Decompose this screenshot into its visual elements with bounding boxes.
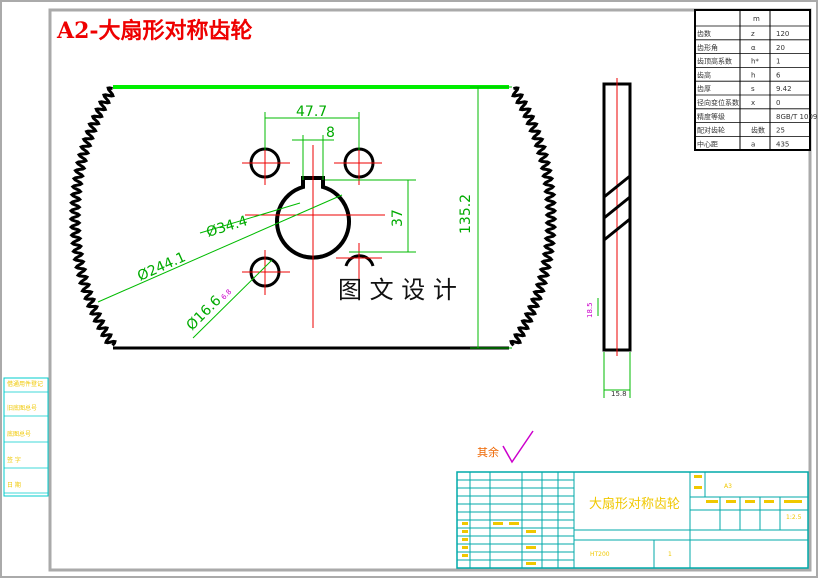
dim-key-width: 8 — [326, 125, 335, 141]
surface-finish-label: 其余 — [477, 445, 499, 459]
params-row-symbol: 齿数 — [751, 126, 765, 135]
params-row-symbol: s — [751, 85, 755, 93]
gear-left-teeth — [68, 86, 117, 347]
params-row-name: 配对齿轮 — [697, 126, 725, 135]
params-row-symbol: a — [751, 140, 755, 148]
dim-spacing-width: 47.7 — [296, 104, 327, 120]
params-row-name: 精度等级 — [697, 112, 725, 121]
params-row-symbol: h* — [751, 58, 759, 66]
surface-finish-note: 其余 — [477, 430, 534, 464]
roughness-symbol-icon — [502, 430, 534, 464]
params-row-value: 20 — [776, 44, 785, 52]
left-strip-label: 旧底图总号 — [7, 404, 37, 412]
params-row-value: 120 — [776, 30, 789, 38]
dim-bore-diameter: Ø34.4 — [204, 213, 249, 241]
drawing-title: A2-大扇形对称齿轮 — [56, 18, 253, 44]
left-strip-label: 日 期 — [7, 481, 21, 489]
dimension-lines — [97, 86, 512, 349]
params-row-name: 径向变位系数 — [697, 98, 739, 107]
left-strip-label: 借通用件登记 — [7, 380, 43, 388]
params-row-value: 0 — [776, 99, 780, 107]
params-row-name: 齿顶高系数 — [697, 57, 732, 66]
params-row-symbol: x — [751, 99, 755, 107]
params-row-name: 齿形角 — [697, 43, 718, 52]
title-block-part-name: 大扇形对称齿轮 — [589, 496, 680, 512]
side-view-keyway — [603, 174, 631, 242]
params-row-value: 6 — [776, 71, 781, 79]
dim-hole-count: 6.8 — [220, 288, 234, 302]
params-row-symbol: h — [751, 71, 755, 79]
title-block-material: A3 — [724, 483, 732, 490]
params-row-value: 9.42 — [776, 85, 792, 93]
left-strip-label: 签 字 — [7, 456, 21, 464]
dim-side-width: 15.8 — [611, 390, 627, 398]
title-block-code: HT200 — [590, 551, 610, 558]
gear-right-teeth — [509, 86, 558, 347]
params-row-symbol: α — [751, 44, 756, 52]
dim-bore-to-key: 37 — [390, 209, 406, 227]
params-row-value: 25 — [776, 127, 785, 135]
title-block-scale: 1:2.5 — [786, 514, 802, 521]
params-row-name: 中心距 — [697, 139, 718, 148]
params-row-name: 齿数 — [697, 29, 711, 38]
dim-overall-height: 135.2 — [458, 194, 474, 234]
dim-side-thickness: 18.5 — [586, 302, 594, 318]
inner-frame — [48, 8, 812, 572]
gear-parameter-table: m 齿数 z 120 齿形角 α 20 齿顶高系数 h* 1 齿高 h 6 齿厚 s 9.42 径向变位系数 x… — [694, 9, 818, 151]
title-block: 大扇形对称齿轮 A3 1:2.5 HT200 1 — [456, 471, 809, 569]
side-view-dims — [597, 298, 631, 398]
params-row-symbol: z — [751, 30, 755, 38]
params-row-value: 1 — [776, 58, 780, 66]
dim-outer-diameter: Ø244.1 — [135, 249, 188, 284]
watermark: 图 文 设 计 — [338, 276, 457, 304]
left-strip-label: 底图总号 — [7, 430, 31, 438]
params-row-value: 435 — [776, 140, 789, 148]
params-row-name: 齿厚 — [697, 85, 711, 93]
gear-front-view — [68, 85, 558, 350]
gear-side-view: 18.5 15.8 — [586, 78, 632, 398]
params-table-header: m — [753, 15, 760, 23]
params-row-name: 齿高 — [697, 70, 711, 79]
title-block-quantity: 1 — [668, 551, 672, 558]
